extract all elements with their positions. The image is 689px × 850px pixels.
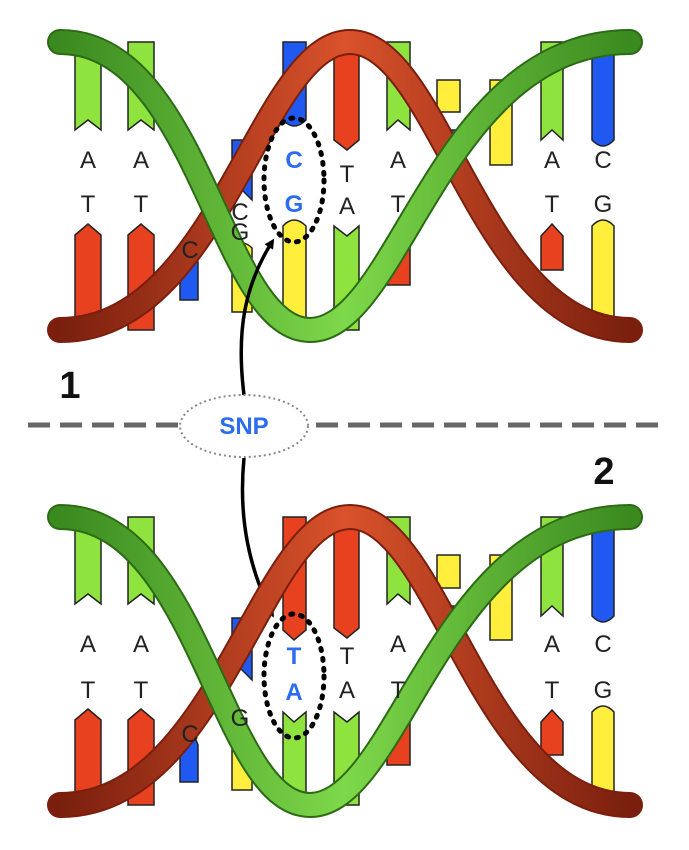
base-letter: A [390, 147, 406, 174]
snp-base-bottom-1: G [285, 191, 304, 218]
base-letter: C [231, 199, 248, 226]
base-letter: A [80, 147, 96, 174]
snp-label-text: SNP [219, 413, 268, 440]
base-letter: A [80, 631, 96, 658]
panel-number-2: 2 [593, 451, 614, 493]
helix-panel-2: A A T A A C T T C G A T T G T A [47, 503, 643, 819]
base-letter: G [231, 705, 250, 732]
panel-number-1: 1 [59, 365, 80, 407]
base-letter: C [181, 237, 198, 264]
snp-base-top-2: T [287, 643, 302, 670]
snp-base-top-1: C [285, 147, 302, 174]
helix-panel-1: A A T A A C C T T C G A T T G C G [47, 28, 643, 344]
snp-label: SNP [179, 394, 309, 458]
base-letter: C [181, 721, 198, 748]
base-letter: G [231, 219, 250, 246]
base-letter: G [594, 191, 613, 218]
base-letter: T [391, 191, 406, 218]
base-letter: T [134, 677, 149, 704]
base-letter: T [340, 643, 355, 670]
base-letter: A [133, 631, 149, 658]
base-letter: A [339, 193, 355, 220]
base-letter: T [81, 191, 96, 218]
base-letter: T [81, 677, 96, 704]
snp-base-bottom-2: A [285, 679, 302, 706]
base-letter: T [340, 161, 355, 188]
snp-highlight-1 [261, 115, 327, 245]
base-letter: A [339, 677, 355, 704]
base-letter: A [390, 631, 406, 658]
snp-arrow-up [239, 238, 275, 396]
base-letter: C [594, 147, 611, 174]
base-letter: T [134, 191, 149, 218]
base-letter: A [544, 147, 560, 174]
snp-highlight-2 [261, 611, 327, 741]
base-letter: A [133, 147, 149, 174]
base-letter: G [594, 677, 613, 704]
base-letter: A [544, 631, 560, 658]
base-letter: C [594, 631, 611, 658]
base-letter: T [545, 677, 560, 704]
base-letter: T [545, 191, 560, 218]
base-letter: T [391, 677, 406, 704]
